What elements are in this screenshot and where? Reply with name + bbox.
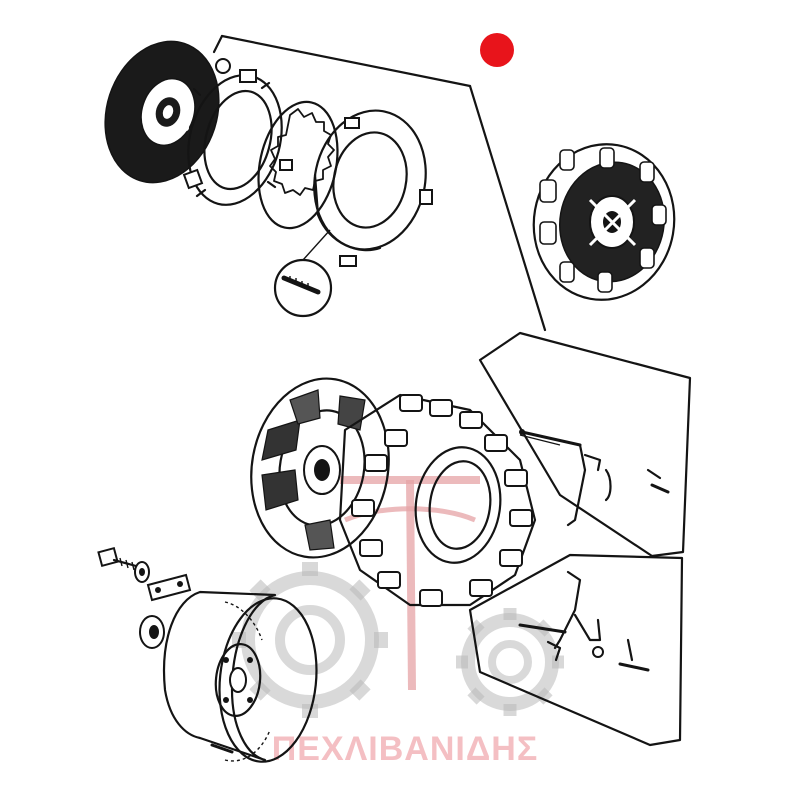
lever-detail-callout-upper <box>478 331 692 558</box>
release-lever-upper <box>519 429 670 527</box>
washer <box>134 561 150 583</box>
red-marker-dot <box>480 33 514 67</box>
friction-disc <box>104 40 220 184</box>
segmented-friction-disc <box>250 377 390 559</box>
watermark-text: ΠΕΧΛΙΒΑΝΙΔΗΣ <box>272 730 539 768</box>
clutch-disc-assembly-exploded <box>104 34 547 332</box>
lever-detail-callout-lower <box>468 553 684 747</box>
screw-detail-callout <box>273 229 333 318</box>
clutch-cover-housing <box>338 393 537 607</box>
clutch-housing-assembly <box>250 377 561 607</box>
pressure-plate <box>313 109 433 267</box>
bolt <box>97 546 138 571</box>
pressure-ring <box>182 58 283 206</box>
release-lever-lower <box>518 570 650 672</box>
shim-plate <box>146 573 192 602</box>
leader-lines <box>212 34 547 332</box>
assembled-clutch <box>532 143 676 301</box>
fasteners-group <box>97 546 192 649</box>
flywheel <box>163 590 318 763</box>
watermark-gear-left <box>232 562 388 718</box>
pilot-bearing <box>139 615 165 649</box>
